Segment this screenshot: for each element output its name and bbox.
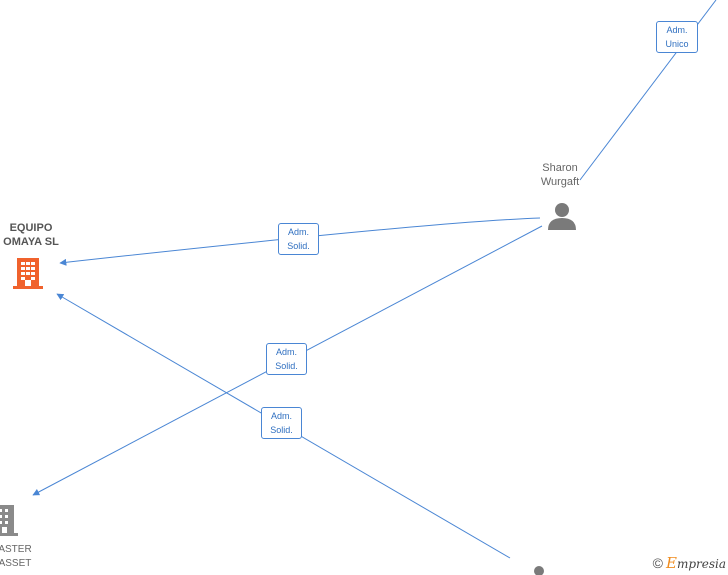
person-label-sharon-wurgaft[interactable]: Sharon Wurgaft (540, 162, 580, 188)
company-label-equipo-omaya[interactable]: EQUIPO OMAYA SL (3, 222, 59, 248)
building-icon[interactable] (12, 256, 44, 290)
copyright-icon: © (652, 555, 663, 571)
edge-role-badge[interactable]: Adm. Solid. (278, 223, 319, 255)
person-icon[interactable] (547, 201, 577, 231)
edge-role-badge[interactable]: Adm. Solid. (261, 407, 302, 439)
company-label-aster-asset[interactable]: ASTER ASSET (0, 544, 32, 569)
edge-sharon-equipo (59, 217, 541, 266)
edge-role-badge[interactable]: Adm. Unico (656, 21, 698, 53)
edge-role-badge[interactable]: Adm. Solid. (266, 343, 307, 375)
person-icon[interactable] (527, 565, 551, 575)
building-icon[interactable] (0, 503, 18, 537)
brand-watermark: ©Empresia (652, 554, 726, 572)
